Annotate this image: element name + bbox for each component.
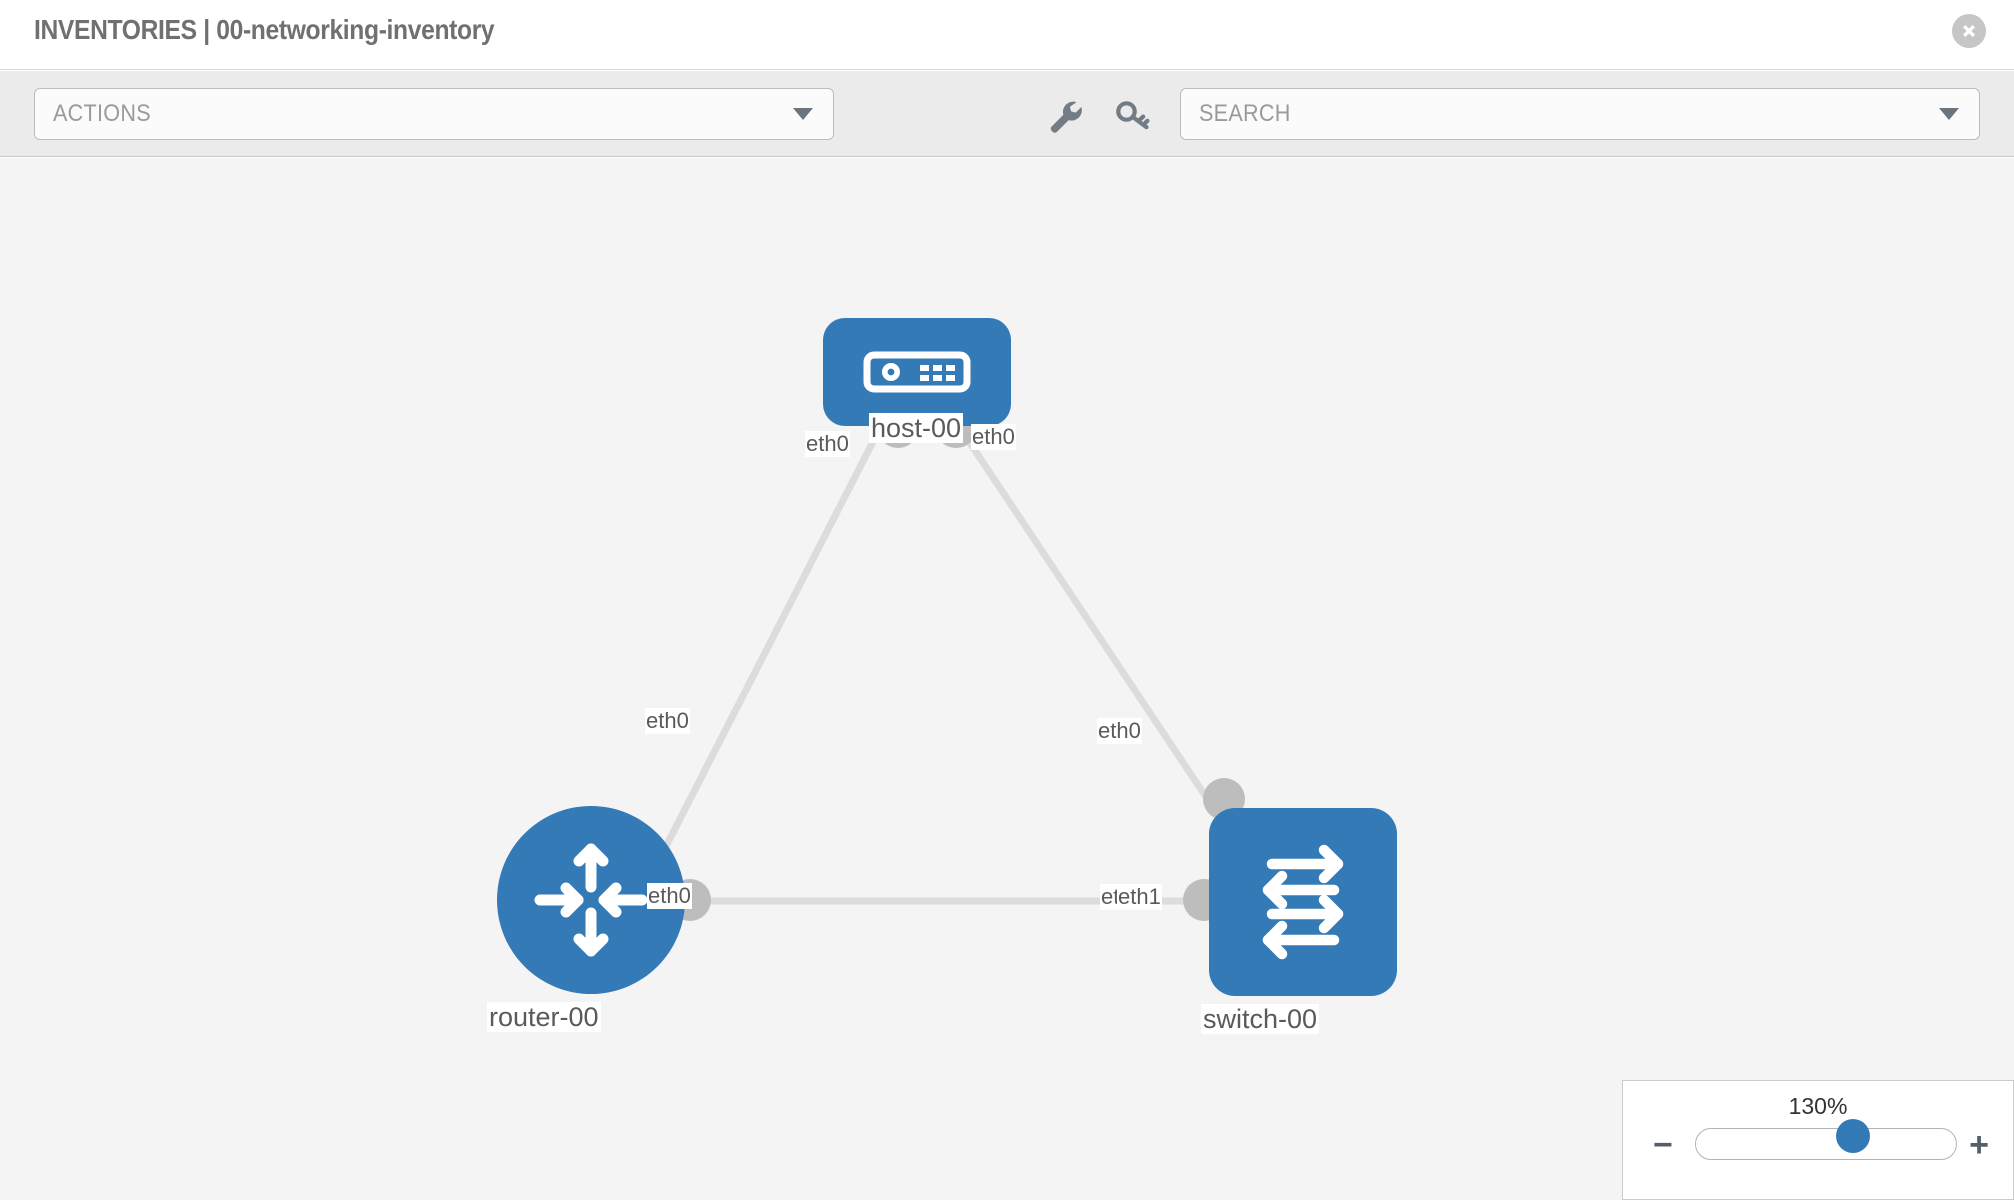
- node-label-switch-00: switch-00: [1201, 1004, 1320, 1035]
- switch-arrows-icon: [1209, 808, 1397, 996]
- search-placeholder: SEARCH: [1199, 100, 1291, 127]
- zoom-control-panel: 130% − +: [1622, 1080, 2014, 1200]
- page-title: INVENTORIES | 00-networking-inventory: [34, 14, 495, 45]
- search-input[interactable]: SEARCH: [1180, 88, 1980, 140]
- zoom-slider-thumb[interactable]: [1836, 1119, 1871, 1153]
- close-icon[interactable]: [1952, 14, 1986, 48]
- port-label-host-left: eth0: [805, 431, 850, 457]
- zoom-slider-track[interactable]: [1695, 1128, 1957, 1160]
- topology-canvas[interactable]: host-00 eth0 eth0: [0, 158, 2014, 1200]
- page-header: INVENTORIES | 00-networking-inventory: [0, 0, 2014, 70]
- zoom-out-button[interactable]: −: [1653, 1126, 1673, 1164]
- actions-dropdown-label: ACTIONS: [53, 100, 151, 127]
- link-host-switch: [957, 426, 1243, 850]
- server-appliance-icon: [823, 318, 1011, 426]
- port-label-host-right: eth0: [971, 424, 1016, 450]
- toolbar: ACTIONS SEARCH: [0, 71, 2014, 157]
- node-label-router-00: router-00: [487, 1002, 601, 1033]
- router-arrows-icon: [497, 806, 685, 994]
- topology-links: [656, 426, 1243, 905]
- wrench-icon[interactable]: [1046, 99, 1084, 133]
- node-label-host-00: host-00: [869, 413, 964, 444]
- port-label-router-up: eth0: [645, 708, 690, 734]
- port-label-switch-up: eth0: [1097, 718, 1142, 744]
- key-icon[interactable]: [1114, 99, 1152, 133]
- port-label-switch-left-b: eth1: [1117, 884, 1162, 910]
- actions-dropdown[interactable]: ACTIONS: [34, 88, 834, 140]
- zoom-level-value: 130%: [1788, 1093, 1848, 1119]
- link-host-router: [656, 426, 884, 860]
- chevron-down-icon: [1939, 108, 1959, 120]
- zoom-in-button[interactable]: +: [1969, 1126, 1989, 1164]
- port-label-router-right: eth0: [647, 883, 692, 909]
- chevron-down-icon: [793, 108, 813, 120]
